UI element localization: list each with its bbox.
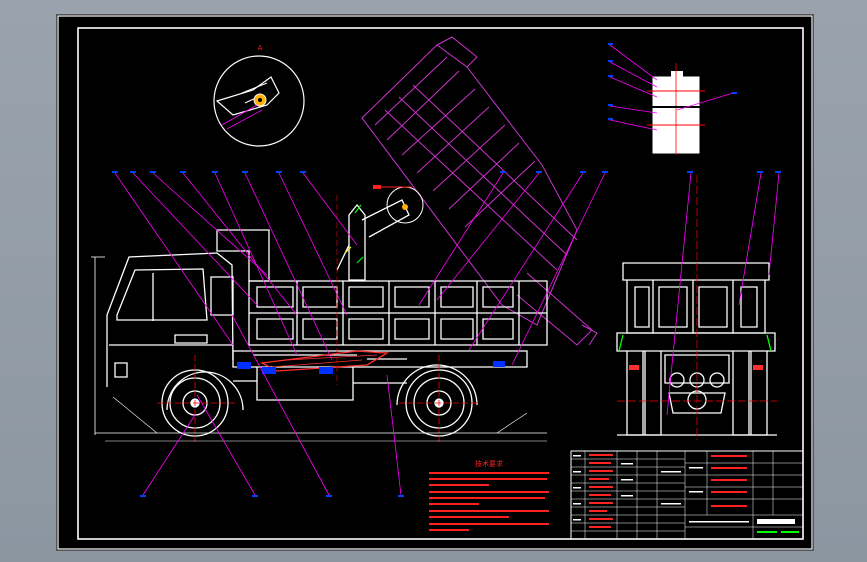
cad-viewport[interactable]: A — [56, 14, 814, 551]
detail-label: A — [258, 44, 263, 52]
outer-border — [57, 15, 813, 550]
detail-view-a: A — [213, 44, 305, 147]
cargo-box — [216, 229, 548, 346]
tilted-dump-body — [361, 36, 598, 346]
leader-lines — [114, 172, 606, 496]
lift-arm — [336, 199, 410, 281]
drawing-sheet: A — [57, 15, 813, 550]
truck-rear-view — [616, 262, 777, 436]
balloon-markers — [112, 171, 781, 497]
notes-title: 技术要求 — [475, 459, 503, 468]
truck-side-view — [91, 36, 598, 445]
inner-border — [77, 27, 804, 540]
title-block — [570, 450, 804, 540]
cab — [106, 252, 234, 387]
rear-view-highlights — [617, 172, 780, 440]
technical-notes: 技术要求 — [429, 459, 549, 531]
chassis — [232, 350, 528, 401]
part-detail-view — [608, 43, 737, 155]
rear-wheel — [396, 364, 478, 437]
